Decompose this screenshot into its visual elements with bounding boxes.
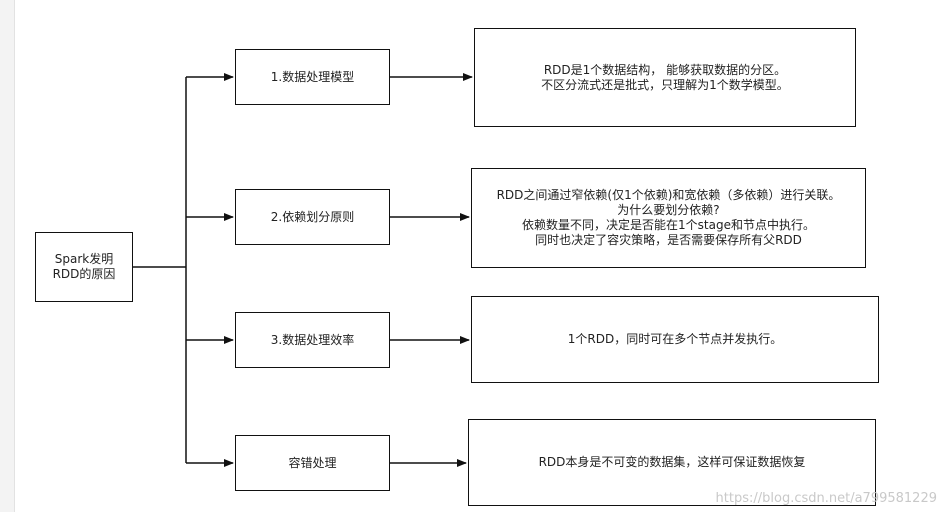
detail-line: 不区分流式还是批式，只理解为1个数学模型。 [541, 77, 789, 92]
detail-line: 1个RDD，同时可在多个节点并发执行。 [567, 332, 783, 346]
detail-node-3: 1个RDD，同时可在多个节点并发执行。 [471, 296, 879, 383]
detail-line: RDD是1个数据结构， 能够获取数据的分区。 [543, 62, 787, 77]
reason-node-1: 1.数据处理模型 [235, 49, 390, 105]
reason-node-3: 3.数据处理效率 [235, 312, 390, 368]
reason-label: 2.依赖划分原则 [270, 209, 355, 224]
detail-node-1: RDD是1个数据结构， 能够获取数据的分区。 不区分流式还是批式，只理解为1个数… [474, 28, 856, 127]
root-node-line-2: RDD的原因 [52, 267, 116, 281]
root-node-line-1: Spark发明 [54, 252, 114, 266]
detail-line: 同时也决定了容灾策略，是否需要保存所有父RDD [535, 233, 802, 247]
reason-label: 1.数据处理模型 [270, 69, 355, 84]
reason-node-2: 2.依赖划分原则 [235, 189, 390, 245]
reason-label: 3.数据处理效率 [270, 332, 355, 347]
watermark-text: https://blog.csdn.net/a799581229 [715, 491, 937, 506]
detail-line: 为什么要划分依赖? [617, 203, 720, 217]
detail-line: RDD本身是不可变的数据集，这样可保证数据恢复 [538, 455, 806, 469]
reason-label: 容错处理 [288, 455, 337, 470]
detail-node-2: RDD之间通过窄依赖(仅1个依赖)和宽依赖（多依赖）进行关联。 为什么要划分依赖… [471, 168, 866, 268]
canvas-left-border [0, 0, 15, 512]
detail-line: RDD之间通过窄依赖(仅1个依赖)和宽依赖（多依赖）进行关联。 [496, 188, 841, 202]
detail-line: 依赖数量不同，决定是否能在1个stage和节点中执行。 [522, 218, 815, 232]
detail-node-4: RDD本身是不可变的数据集，这样可保证数据恢复 [468, 419, 876, 506]
root-node: Spark发明 RDD的原因 [35, 232, 133, 302]
reason-node-4: 容错处理 [235, 435, 390, 491]
